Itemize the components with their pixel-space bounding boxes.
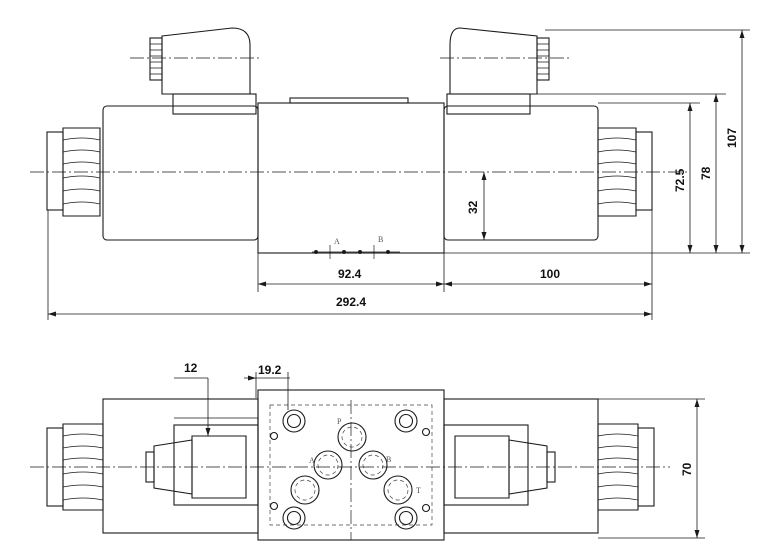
dim-width: 70	[680, 462, 694, 476]
dim-port-spacing: 19.2	[258, 363, 282, 377]
plan-left-coil	[102, 398, 259, 534]
side-view: A B 92.4 100 292.4 32 72.5	[30, 27, 750, 320]
plan-right-coil	[443, 398, 599, 534]
right-coil	[443, 105, 599, 241]
dim-height-body: 72.5	[673, 168, 687, 192]
left-end-cap	[46, 127, 101, 217]
mounting-holes	[282, 409, 418, 530]
body-plate	[289, 97, 409, 104]
port-label-p: P	[337, 417, 342, 426]
port-label-b: B	[378, 235, 383, 244]
left-connector	[149, 27, 257, 115]
plan-port-label-b: B	[386, 455, 391, 464]
dim-height-total: 107	[725, 128, 739, 148]
right-end-cap	[597, 127, 653, 217]
dim-overall-length: 292.4	[336, 295, 366, 309]
valve-body	[257, 102, 445, 254]
oil-ports: P A B T	[290, 417, 421, 505]
left-coil	[102, 105, 259, 241]
right-connector	[446, 27, 550, 115]
plan-view: P A B T 12 19.2	[30, 361, 705, 541]
port-label-a: A	[334, 237, 340, 246]
dim-port-offset: 12	[184, 361, 198, 375]
port-label-t: T	[416, 486, 421, 495]
dim-height-connector: 78	[699, 166, 713, 180]
pin-holes	[269, 427, 431, 513]
dim-axis-height: 32	[466, 200, 480, 214]
port-markers: A B	[312, 235, 400, 259]
plan-port-label-a: A	[309, 456, 315, 465]
dim-coil-length: 100	[540, 267, 560, 281]
dim-body-length: 92.4	[338, 267, 362, 281]
